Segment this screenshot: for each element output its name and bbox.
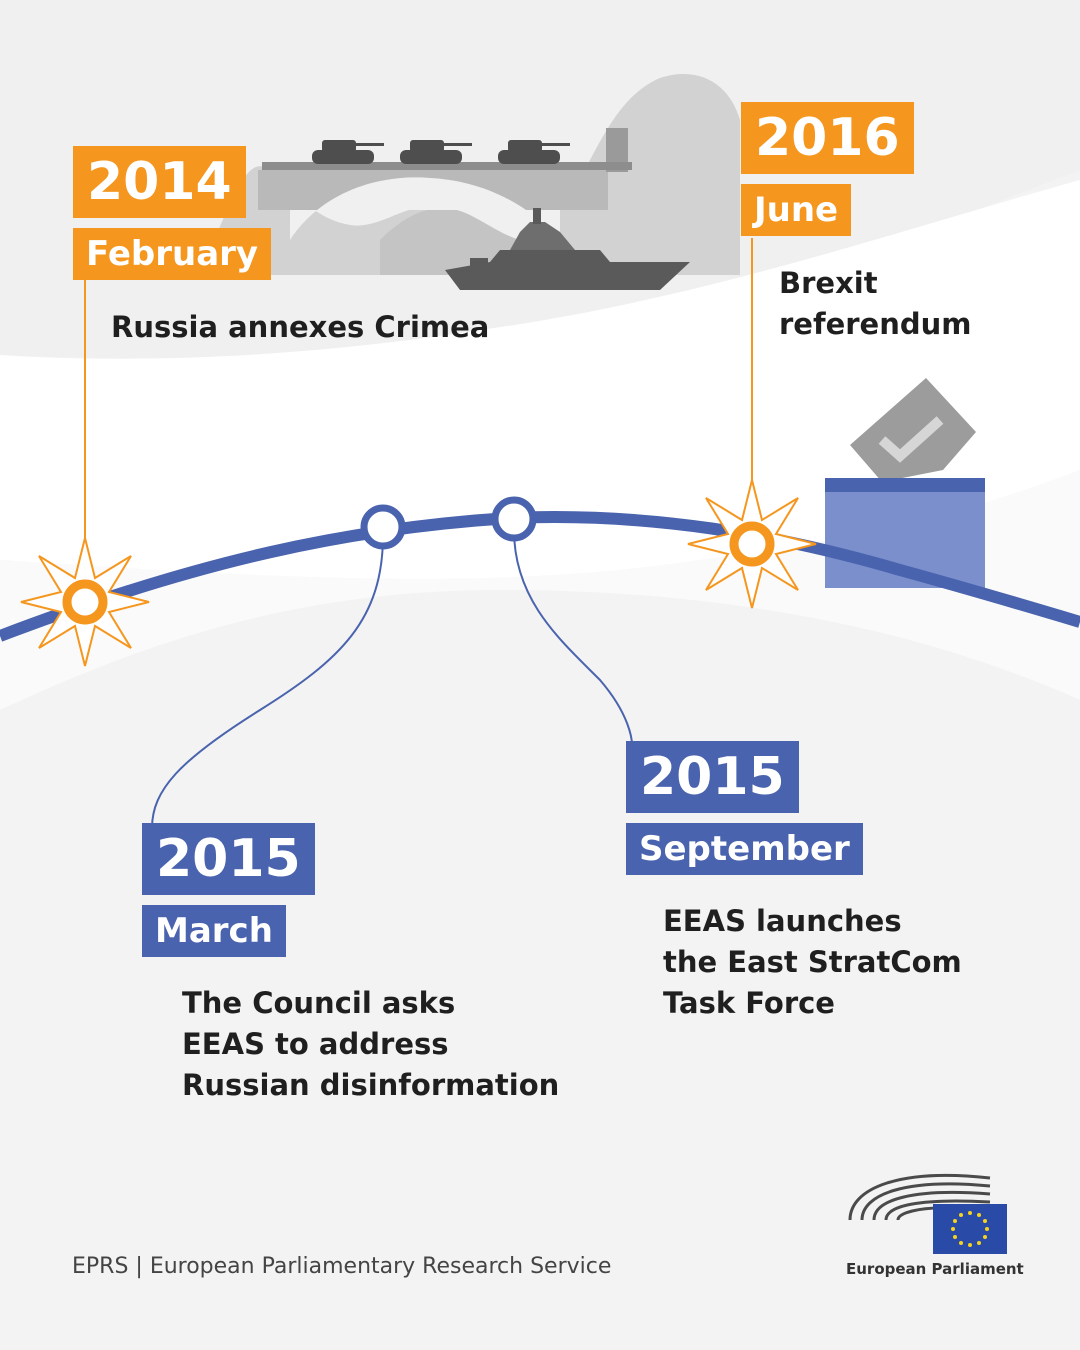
ring-march [360, 504, 406, 550]
bridge-illustration [258, 128, 632, 240]
hemicycle-eu-flag-logo [848, 1173, 1007, 1254]
event-2015-march-month: March [142, 905, 286, 957]
mountain-illustration [200, 74, 740, 275]
event-2014-month: February [73, 228, 272, 280]
starburst-2014 [20, 537, 150, 667]
timeline-line [0, 511, 1080, 642]
event-2015-september-description: EEAS launches the East StratCom Task For… [663, 904, 962, 1020]
event-2015-september-year: 2015 [626, 741, 799, 813]
event-2015-march-description: The Council asks EEAS to address Russian… [182, 986, 560, 1102]
event-2016-year: 2016 [741, 102, 914, 174]
ring-september [491, 496, 537, 542]
event-2014-description: Russia annexes Crimea [111, 310, 490, 344]
event-2015-september-month: September [626, 823, 863, 875]
tank-icon [312, 140, 570, 164]
brexit-illustration [825, 378, 985, 588]
warship-icon [445, 208, 690, 290]
event-2015-march-year: 2015 [142, 823, 315, 895]
event-2016-month: June [741, 184, 852, 236]
logo-label: European Parliament [846, 1260, 1024, 1278]
footer-source: EPRS | European Parliamentary Research S… [72, 1254, 612, 1279]
connector-march [151, 534, 384, 829]
ballot-paper-icon [850, 378, 976, 482]
connector-september [513, 529, 633, 746]
event-2014-year: 2014 [73, 146, 246, 218]
starburst-2016 [687, 479, 817, 609]
event-2016-description: Brexit referendum [779, 266, 972, 341]
crimea-illustration [200, 74, 740, 290]
